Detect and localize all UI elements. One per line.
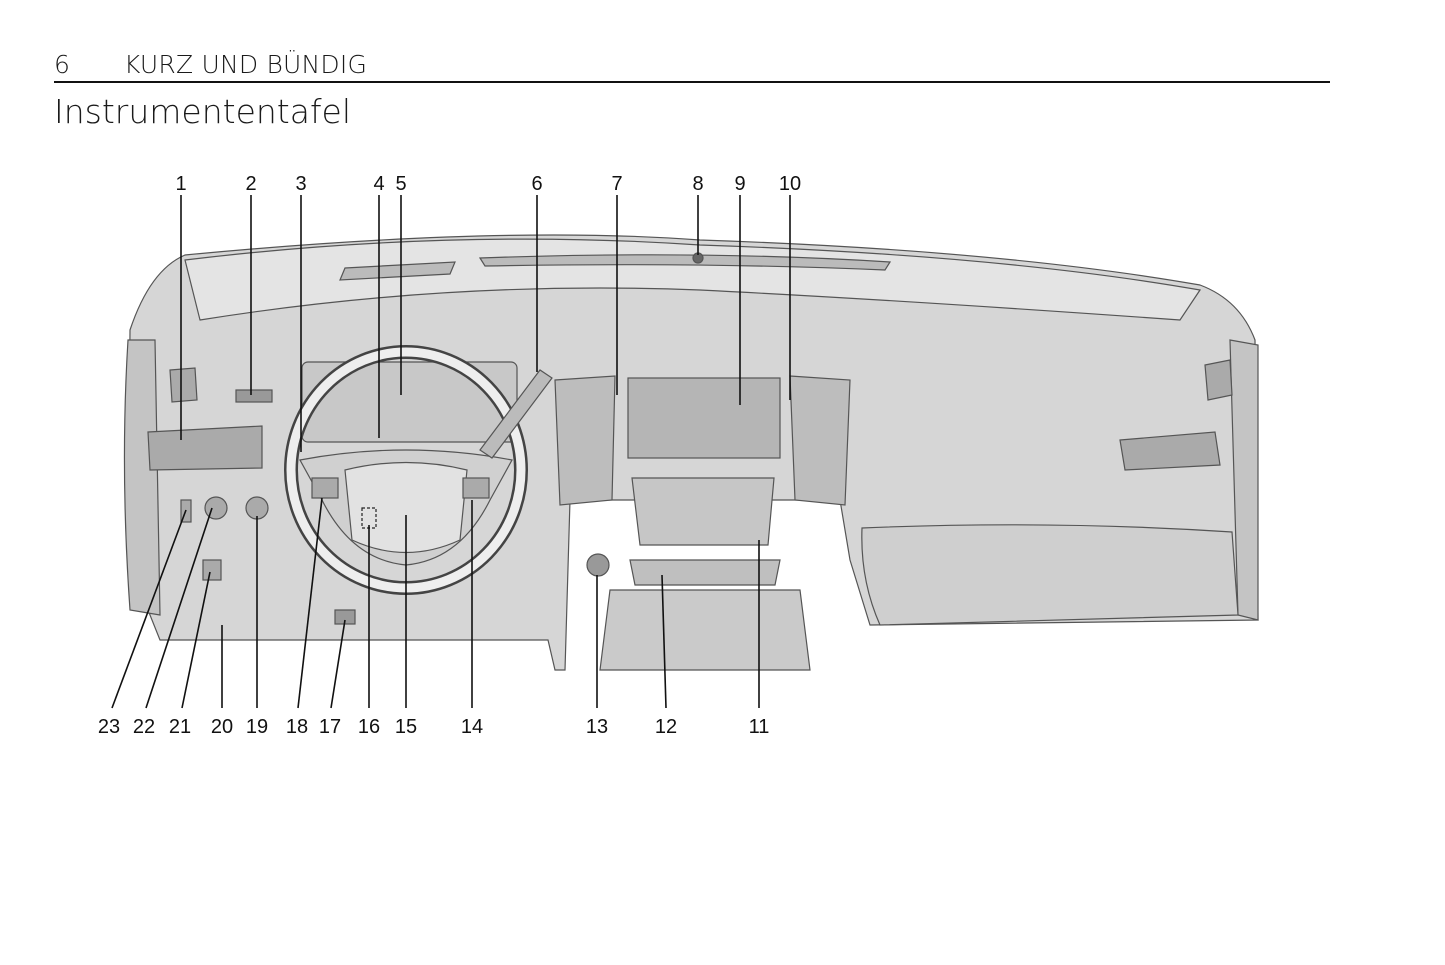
- callout-5: 5: [395, 173, 406, 195]
- callout-13: 13: [586, 716, 608, 738]
- section-title: KURZ UND BÜNDIG: [124, 50, 368, 79]
- bottom-callout-labels: 23 22 21 20 19 18 17 16 15 14 13 12 11: [98, 716, 770, 738]
- callout-20: 20: [211, 716, 233, 738]
- callout-18: 18: [286, 716, 308, 738]
- callout-19: 19: [246, 716, 268, 738]
- callout-21: 21: [169, 716, 191, 738]
- callout-2: 2: [245, 173, 256, 195]
- callout-17: 17: [319, 716, 341, 738]
- callout-16: 16: [358, 716, 380, 738]
- callout-4: 4: [373, 173, 384, 195]
- header-rule: [54, 81, 1330, 83]
- page-number: 6: [54, 50, 71, 79]
- callout-8: 8: [692, 173, 703, 195]
- callout-22: 22: [133, 716, 155, 738]
- callout-15: 15: [395, 716, 417, 738]
- page-title: Instrumententafel: [54, 92, 352, 131]
- running-header: 6 KURZ UND BÜNDIG: [54, 50, 367, 79]
- top-callout-labels: 1 2 3 4 5 6 7 8 9 10: [175, 173, 801, 195]
- callout-3: 3: [295, 173, 306, 195]
- callout-7: 7: [611, 173, 622, 195]
- callout-1: 1: [175, 173, 186, 195]
- callout-leaders: [111, 195, 791, 709]
- callout-12: 12: [655, 716, 677, 738]
- callout-6: 6: [531, 173, 542, 195]
- callout-11: 11: [749, 716, 770, 738]
- callout-9: 9: [734, 173, 745, 195]
- callout-14: 14: [461, 716, 483, 738]
- callout-10: 10: [779, 173, 801, 195]
- callout-23: 23: [98, 716, 120, 738]
- dashboard-drawing: [123, 234, 1259, 671]
